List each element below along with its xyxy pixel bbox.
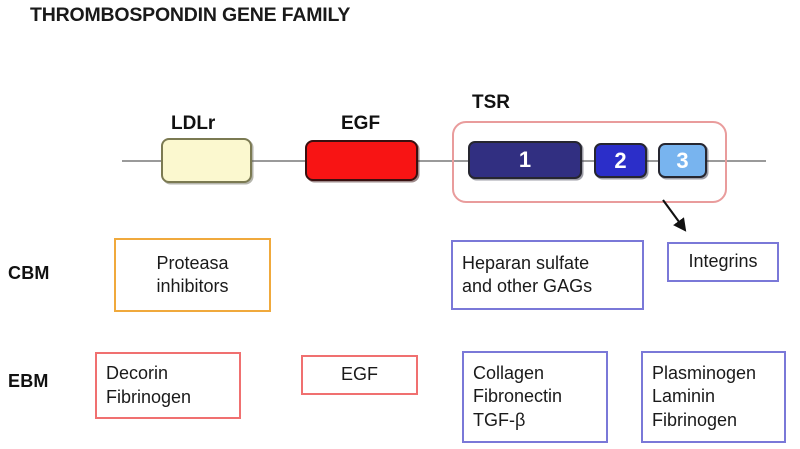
tsr-repeat-2: 2: [594, 143, 647, 178]
ebm-box-collagen: Collagen Fibronectin TGF-β: [462, 351, 608, 443]
ebm-box-decorin-fibrinogen: Decorin Fibrinogen: [95, 352, 241, 419]
arrow-down-right-icon: [662, 199, 687, 232]
cbm-box-heparan-sulfate: Heparan sulfate and other GAGs: [451, 240, 644, 310]
tsr-group-container: [452, 121, 727, 203]
row-label-ebm: EBM: [8, 371, 49, 391]
cbm-box-integrins: Integrins: [667, 242, 779, 282]
domain-box-ldlr: [161, 138, 252, 183]
tsr-repeat-1: 1: [468, 141, 582, 179]
domain-box-egf: [305, 140, 418, 181]
domain-label-tsr: TSR: [472, 92, 510, 113]
row-label-cbm: CBM: [8, 263, 50, 283]
ebm-box-egf: EGF: [301, 355, 418, 395]
domain-label-ldlr: LDLr: [171, 113, 216, 134]
ebm-box-plasminogen: Plasminogen Laminin Fibrinogen: [641, 351, 786, 443]
tsr-repeat-3: 3: [658, 143, 707, 178]
domain-label-egf: EGF: [341, 113, 381, 134]
gene-backbone-line: [122, 160, 766, 162]
cbm-box-protease-inhibitors: Proteasa inhibitors: [114, 238, 271, 312]
page-title: THROMBOSPONDIN GENE FAMILY: [30, 4, 351, 26]
